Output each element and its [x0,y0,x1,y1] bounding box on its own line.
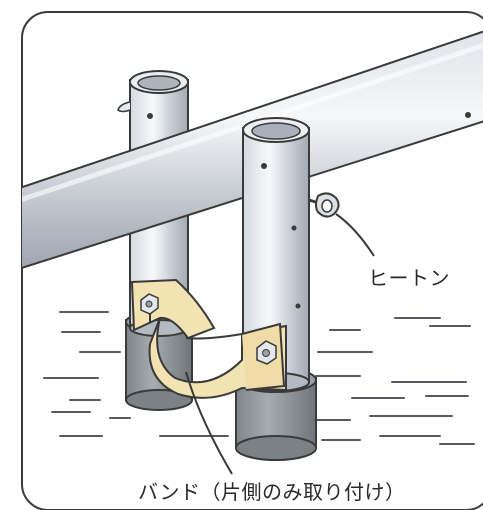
heaton-leader-line [335,213,375,257]
front-post [235,117,317,461]
band-leader-line [185,371,233,475]
band-label: バンド（片側のみ取り付け） [138,480,406,504]
bolt-icon [140,293,159,322]
water-ripples [43,311,475,445]
heaton-label: ヒートン [368,266,450,290]
band-clamp [130,278,287,399]
bolt-icon [256,340,277,365]
heaton-eye-hook-icon [308,192,340,218]
horizontal-pipe [22,28,483,280]
